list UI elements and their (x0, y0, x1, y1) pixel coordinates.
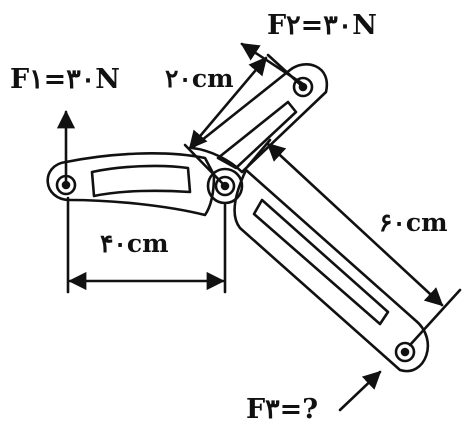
pivot-top (292, 76, 314, 98)
dimension-60cm-label: ۶۰cm (379, 208, 448, 237)
dim-20-line (188, 56, 268, 150)
dim-60-extension-a (246, 138, 272, 168)
left-arm-slot (90, 164, 192, 198)
upper-arm (190, 63, 329, 174)
dim-20-extension-a (183, 143, 227, 188)
dimension-20cm-label: ۲۰cm (165, 64, 234, 93)
dim-60-extension-b (408, 288, 462, 347)
force-f3-arrow (338, 370, 382, 412)
force-f1-label: F۱=۳۰N (10, 64, 120, 95)
dim-60-line (266, 142, 444, 307)
pivot-bottom (394, 341, 416, 363)
left-arm (46, 152, 216, 217)
dim-20-extension-b (266, 53, 305, 89)
force-f2-label: F۲=۳۰N (267, 10, 377, 41)
pivot-bottom-dot (400, 347, 410, 357)
force-f3-label: F۳=? (246, 394, 319, 425)
pivot-center-inner (214, 175, 236, 197)
dimension-40cm-label: ۴۰cm (100, 229, 169, 258)
lower-arm-slot (252, 198, 390, 326)
pivot-center-outer (206, 167, 244, 205)
